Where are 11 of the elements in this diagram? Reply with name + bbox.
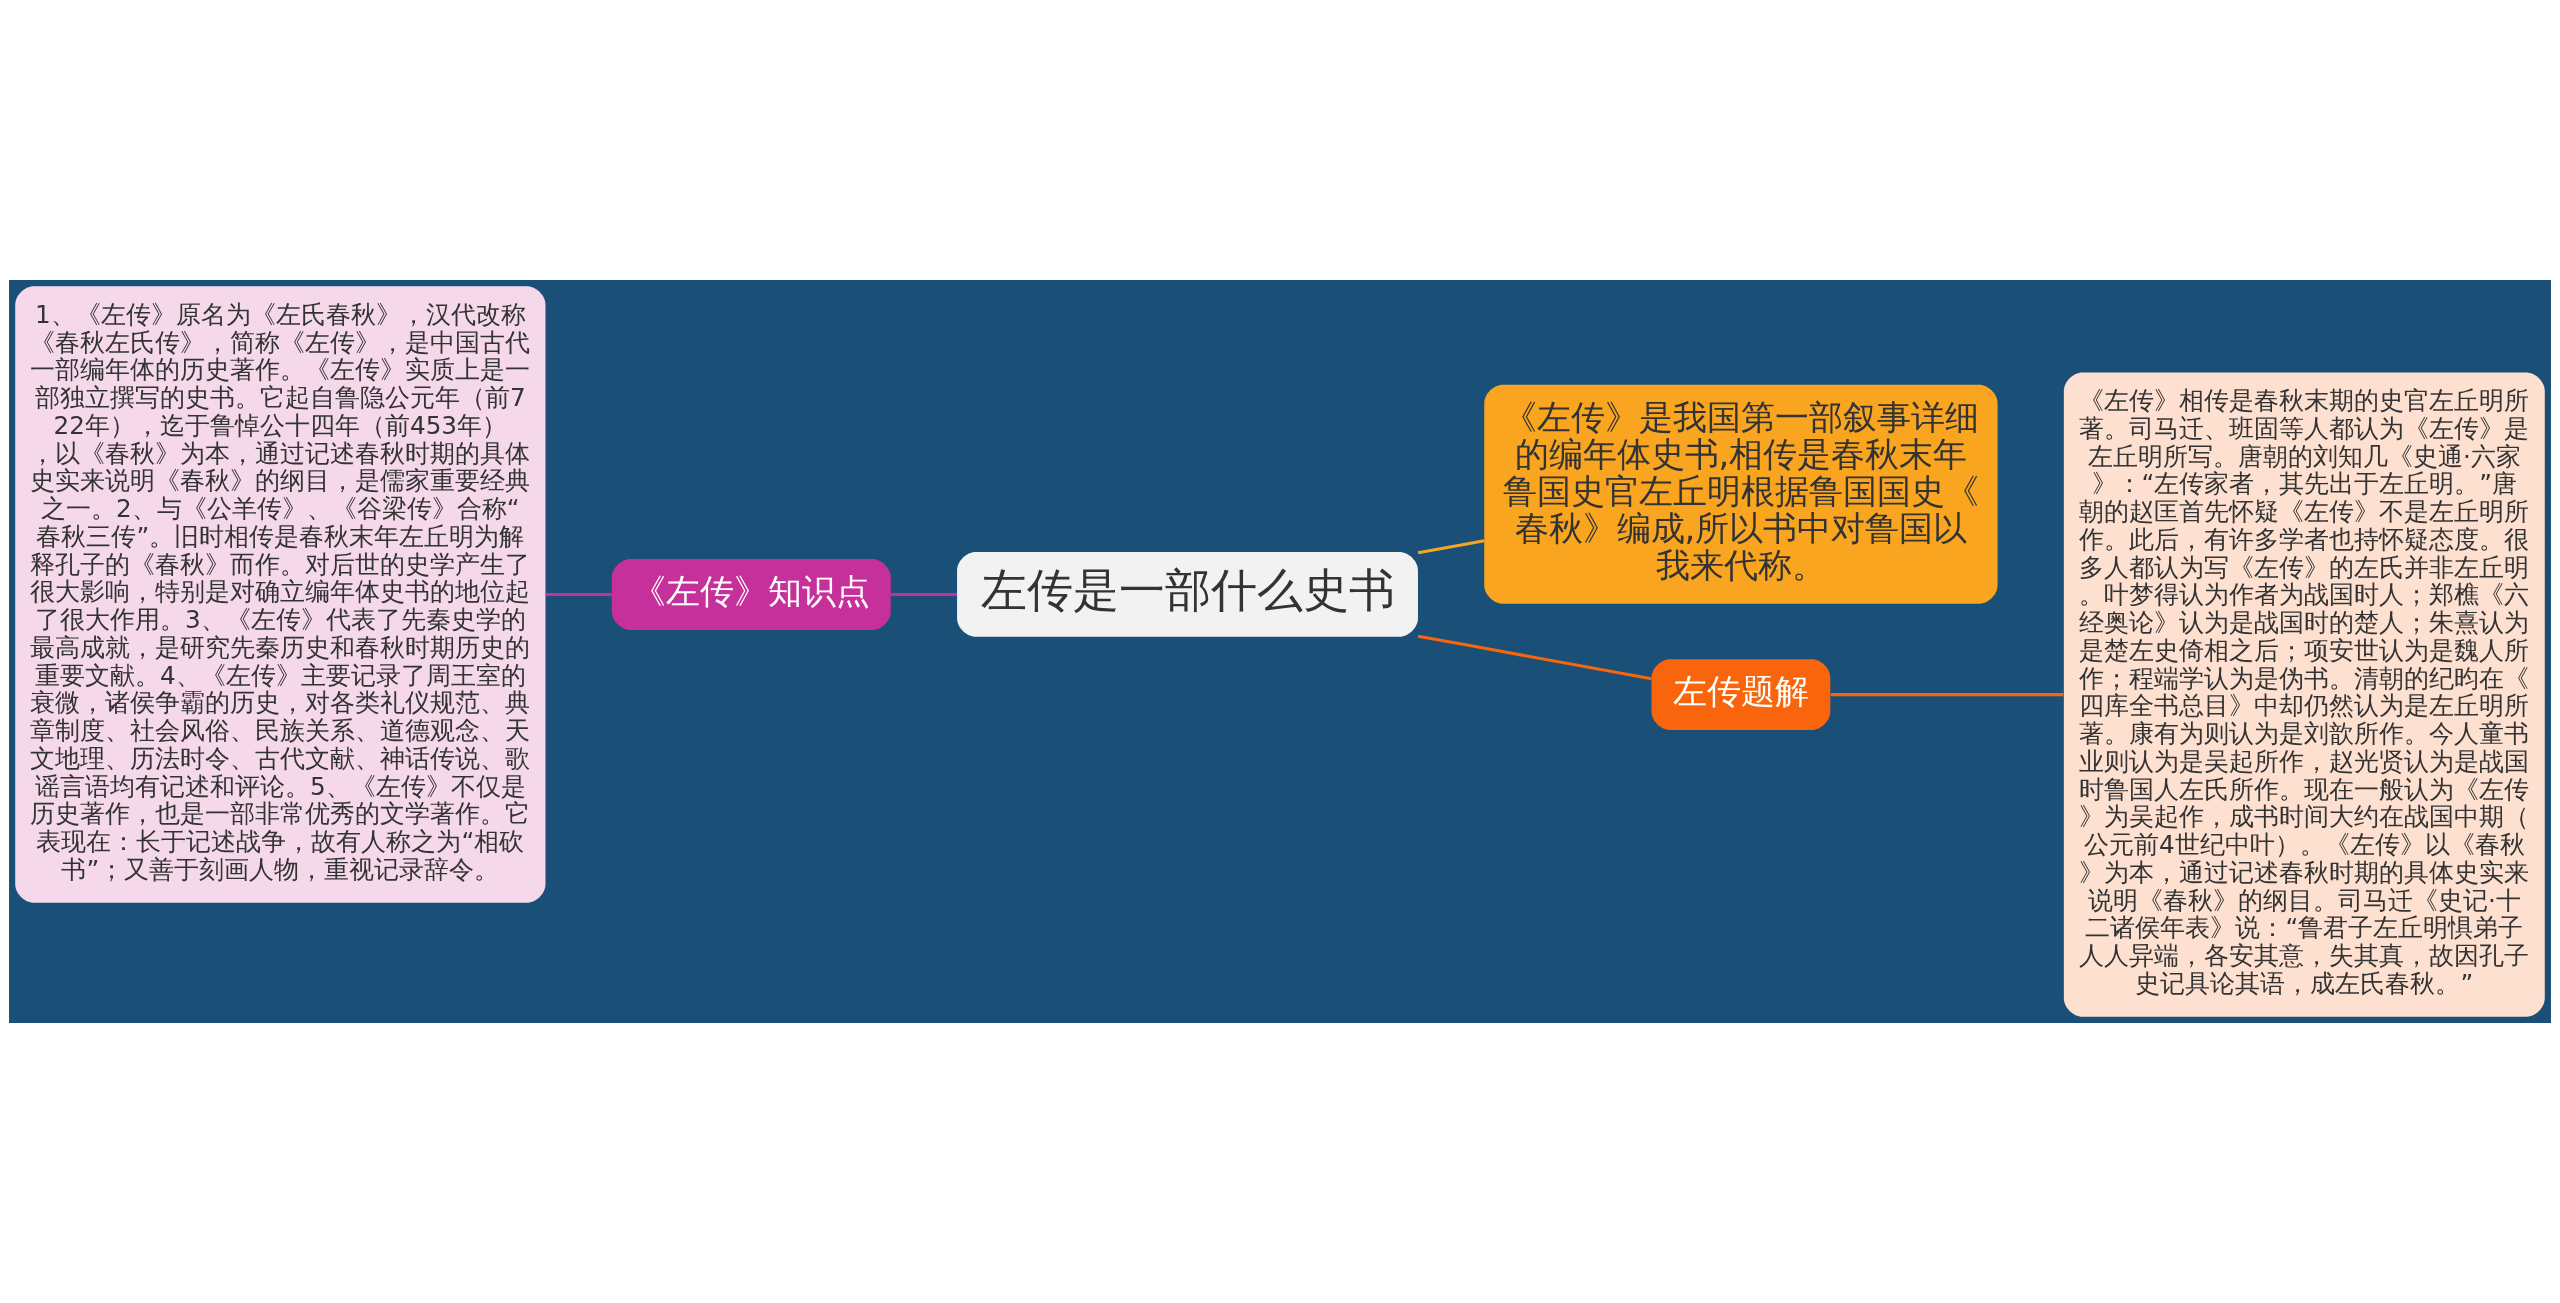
node-box: 《左传》知识点 (611, 559, 891, 630)
connector (891, 592, 958, 596)
node-box: 左传题解 (1651, 659, 1831, 731)
connector (545, 592, 612, 596)
node-box: 《左传》是我国第一部叙事详细的编年体史书,相传是春秋末年鲁国史官左丘明根据鲁国国史《春秋》编成,所以书中对鲁国以我来代称。 (1484, 384, 1998, 604)
connector (1417, 634, 1652, 681)
node-box: 左传是一部什么史书 (957, 552, 1418, 637)
node-box: 《左传》相传是春秋末期的史官左丘明所著。司马迁、班固等人都认为《左传》是左丘明所写。唐朝的刘知几《史通·六家》：“左传家者，其先出于左丘明。”唐朝的赵匡首先怀疑《左传》不是左丘明所作。此后，有许多学者也持怀疑态度。很多人都认为写《左传》的左氏并非左丘明。叶梦得认为作者为战国时人；郑樵《六经奥论》认为是战国时的楚人；朱熹认为是楚左史倚相之后；项安世认为是魏人所作；程端学认为是伪书。清朝的纪昀在《四库全书总目》中却仍然认为是左丘明所著。康有为则认为是刘歆所作。今人童书业则认为是吴起所作，赵光贤认为是战国时鲁国人左氏所作。现在一般认为《左传》为吴起作，成书时间大约在战国中期（公元前4世纪中叶）。《左传》以《春秋》为本，通过记述春秋时期的具体史实来说明《春秋》的纲目。司马迁《史记·十二诸侯年表》说：“鲁君子左丘明惧弟子人人异端，各安其意，失其真，故因孔子史记具论其语，成左氏春秋。” (2063, 372, 2545, 1017)
connector (1830, 693, 2064, 697)
connector (1417, 539, 1485, 555)
node-box: 1、《左传》原名为《左氏春秋》，汉代改称《春秋左氏传》，简称《左传》，是中国古代一部编年体的历史著作。《左传》实质上是一部独立撰写的史书。它起自鲁隐公元年（前722年），迄于鲁悼公十四年（前453年），以《春秋》为本，通过记述春秋时期的具体史实来说明《春秋》的纲目，是儒家重要经典之一。2、与《公羊传》、《谷梁传》合称“春秋三传”。旧时相传是春秋末年左丘明为解释孔子的《春秋》而作。对后世的史学产生了很大影响，特别是对确立编年体史书的地位起了很大作用。3、《左传》代表了先秦史学的最高成就，是研究先秦历史和春秋时期历史的重要文献。4、《左传》主要记录了周王室的衰微，诸侯争霸的历史，对各类礼仪规范、典章制度、社会风俗、民族关系、道德观念、天文地理、历法时令、古代文献、神话传说、歌谣言语均有记述和评论。5、《左传》不仅是历史著作，也是一部非常优秀的文学著作。它表现在：长于记述战争，故有人称之为“相砍书”；又善于刻画人物，重视记录辞令。 (15, 286, 546, 903)
